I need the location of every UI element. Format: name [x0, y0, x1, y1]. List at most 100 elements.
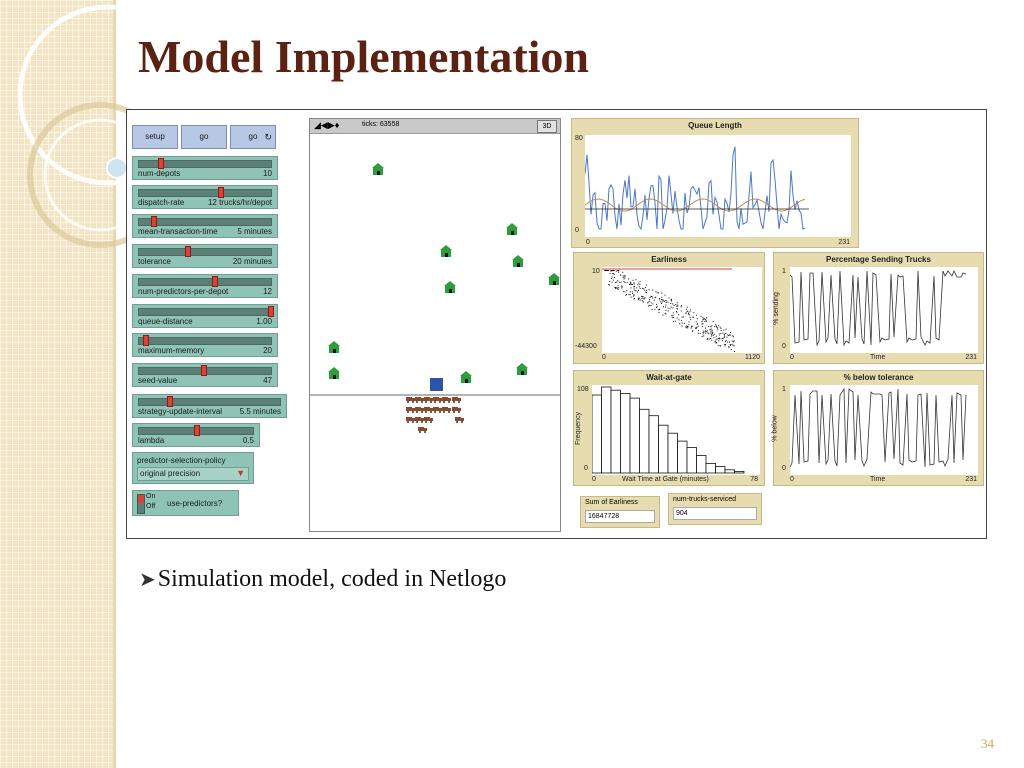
slider-handle[interactable]	[151, 216, 157, 227]
slider-handle[interactable]	[143, 335, 149, 346]
slider-track[interactable]	[138, 189, 272, 197]
earliness-point	[685, 327, 686, 328]
earliness-point	[727, 334, 728, 335]
histogram-bar	[716, 467, 726, 473]
earliness-point	[686, 326, 687, 327]
setup-button[interactable]: setup	[132, 125, 178, 149]
depots-layer	[328, 163, 560, 383]
earliness-point	[702, 321, 703, 322]
slider-tolerance[interactable]: tolerance20 minutes	[132, 244, 278, 268]
slider-label: queue-distance	[138, 317, 193, 326]
3d-button[interactable]: 3D	[537, 120, 557, 133]
earliness-point	[659, 309, 660, 310]
slider-handle[interactable]	[218, 187, 224, 198]
earliness-point	[698, 333, 699, 334]
earliness-point	[710, 329, 711, 330]
earliness-point	[642, 298, 643, 299]
earliness-point	[671, 307, 672, 308]
slider-queue-distance[interactable]: queue-distance1.00	[132, 304, 278, 328]
earliness-point	[632, 284, 633, 285]
earliness-point	[720, 327, 721, 328]
slider-strategy-update-interval[interactable]: strategy-update-interval5.5 minutes	[132, 394, 287, 418]
earliness-point	[712, 330, 713, 331]
gate-square	[430, 378, 443, 391]
earliness-point	[666, 300, 667, 301]
y-max-label: 10	[592, 268, 600, 275]
earliness-point	[624, 276, 625, 277]
earliness-point	[623, 291, 624, 292]
earliness-point	[622, 286, 623, 287]
slider-handle[interactable]	[194, 425, 200, 436]
earliness-point	[705, 320, 706, 321]
slider-num-predictors-per-depot[interactable]: num-predictors-per-depot12	[132, 274, 278, 298]
earliness-point	[665, 295, 666, 296]
slider-handle[interactable]	[185, 246, 191, 257]
slider-track[interactable]	[138, 337, 272, 345]
earliness-point	[633, 296, 634, 297]
earliness-point	[663, 306, 664, 307]
slider-label: num-depots	[138, 169, 180, 178]
earliness-point	[622, 272, 623, 273]
go-forever-button[interactable]: go ↻	[230, 125, 276, 149]
monitor-value: 904	[673, 507, 757, 520]
slider-maximum-memory[interactable]: maximum-memory20	[132, 333, 278, 357]
slider-track[interactable]	[138, 218, 272, 226]
earliness-point	[711, 333, 712, 334]
earliness-point	[636, 287, 637, 288]
slider-track[interactable]	[138, 398, 281, 406]
earliness-point	[661, 293, 662, 294]
earliness-point	[643, 296, 644, 297]
earliness-point	[734, 351, 735, 352]
slider-value: 12 trucks/hr/depot	[208, 198, 272, 207]
earliness-point	[624, 275, 625, 276]
slider-num-depots[interactable]: num-depots10	[132, 156, 278, 180]
earliness-point	[642, 300, 643, 301]
earliness-point	[726, 329, 727, 330]
chooser-value-box[interactable]: original precision ▼	[137, 467, 249, 481]
view-controls-icon[interactable]: ◢◀▶♦	[314, 120, 339, 131]
slider-handle[interactable]	[167, 396, 173, 407]
predictor-selection-chooser[interactable]: predictor-selection-policy original prec…	[132, 452, 254, 484]
earliness-point	[733, 341, 734, 342]
earliness-point	[684, 323, 685, 324]
earliness-point	[625, 282, 626, 283]
slider-seed-value[interactable]: seed-value47	[132, 363, 278, 387]
earliness-point	[651, 305, 652, 306]
slider-lambda[interactable]: lambda0.5	[132, 423, 260, 447]
slider-handle[interactable]	[158, 158, 164, 169]
slider-dispatch-rate[interactable]: dispatch-rate12 trucks/hr/depot	[132, 185, 278, 209]
earliness-point	[649, 301, 650, 302]
earliness-point	[618, 270, 619, 271]
earliness-point	[614, 270, 615, 271]
earliness-point	[671, 315, 672, 316]
slider-track[interactable]	[138, 278, 272, 286]
earliness-point	[637, 284, 638, 285]
world-view[interactable]: ◢◀▶♦ ticks: 63558 3D	[309, 118, 561, 532]
truck-icon	[406, 407, 415, 413]
slider-track[interactable]	[138, 248, 272, 256]
earliness-point	[612, 277, 613, 278]
y-min-label: 0	[782, 465, 786, 472]
x-max-label: 231	[965, 476, 977, 483]
use-predictors-switch[interactable]: On Off use-predictors?	[132, 490, 239, 516]
switch-toggle[interactable]	[137, 494, 145, 514]
slider-handle[interactable]	[201, 365, 207, 376]
histogram-bar	[611, 390, 621, 473]
slider-handle[interactable]	[268, 306, 274, 317]
slider-mean-transaction-time[interactable]: mean-transaction-time5 minutes	[132, 214, 278, 238]
trucks-layer	[406, 397, 464, 433]
earliness-point	[639, 298, 640, 299]
earliness-point	[710, 331, 711, 332]
switch-label: use-predictors?	[167, 499, 222, 508]
slider-track[interactable]	[138, 308, 272, 316]
earliness-point	[616, 271, 617, 272]
earliness-point	[639, 286, 640, 287]
bullet-text: Simulation model, coded in Netlogo	[158, 566, 507, 592]
slider-handle[interactable]	[212, 276, 218, 287]
go-button[interactable]: go	[181, 125, 227, 149]
slider-value: 12	[263, 287, 272, 296]
earliness-point	[730, 335, 731, 336]
earliness-point	[697, 318, 698, 319]
earliness-point	[634, 290, 635, 291]
earliness-point	[677, 306, 678, 307]
